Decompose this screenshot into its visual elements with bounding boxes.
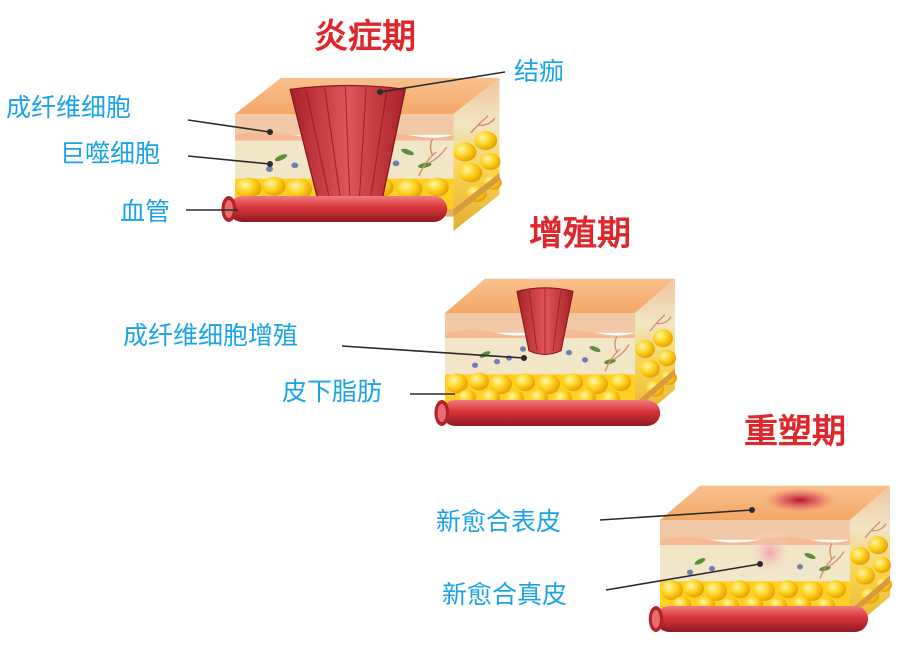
label-new-epidermis: 新愈合表皮: [436, 507, 561, 536]
leader-fibroblast-proliferation: [341, 345, 525, 359]
leader-fibroblast: [187, 119, 271, 133]
leader-dot-fibroblast: [267, 129, 273, 135]
leader-macrophage: [187, 155, 271, 165]
leader-dot-new-dermis: [757, 561, 763, 567]
label-scab: 结痂: [514, 57, 564, 86]
label-macrophage: 巨噬细胞: [60, 139, 160, 168]
leader-dot-fibroblast-proliferation: [521, 355, 527, 361]
stage-remodeling: 重塑期 新愈合表皮 新愈合真皮: [436, 412, 893, 632]
label-fibroblast: 成纤维细胞: [6, 93, 131, 122]
label-new-dermis: 新愈合真皮: [442, 580, 567, 609]
leader-dot-scab: [377, 89, 383, 95]
stage-inflammation: 炎症期 结痂 成纤维细胞 巨噬细胞 血管: [6, 17, 564, 232]
leader-new-dermis: [605, 563, 761, 591]
blood-vessel-inflammation: [221, 196, 448, 222]
label-blood-vessel: 血管: [120, 197, 170, 226]
leader-new-epidermis: [599, 509, 753, 521]
blood-vessel-remodeling: [648, 606, 869, 632]
stage-title-remodeling: 重塑期: [744, 412, 846, 452]
label-fibroblast-proliferation: 成纤维细胞增殖: [123, 321, 298, 350]
stage-title-inflammation: 炎症期: [314, 17, 416, 57]
stage-title-proliferation: 增殖期: [529, 214, 631, 254]
leader-dot-new-epidermis: [749, 507, 755, 513]
stage-proliferation: 增殖期 成纤维细胞增殖 皮下脂肪: [123, 214, 678, 426]
blood-vessel-proliferation: [434, 400, 661, 426]
leader-dot-macrophage: [267, 161, 273, 167]
skin-block-inflammation: [234, 77, 503, 232]
leader-scab: [379, 71, 506, 93]
skin-block-proliferation: [444, 278, 678, 425]
label-subcutaneous-fat: 皮下脂肪: [282, 377, 382, 406]
